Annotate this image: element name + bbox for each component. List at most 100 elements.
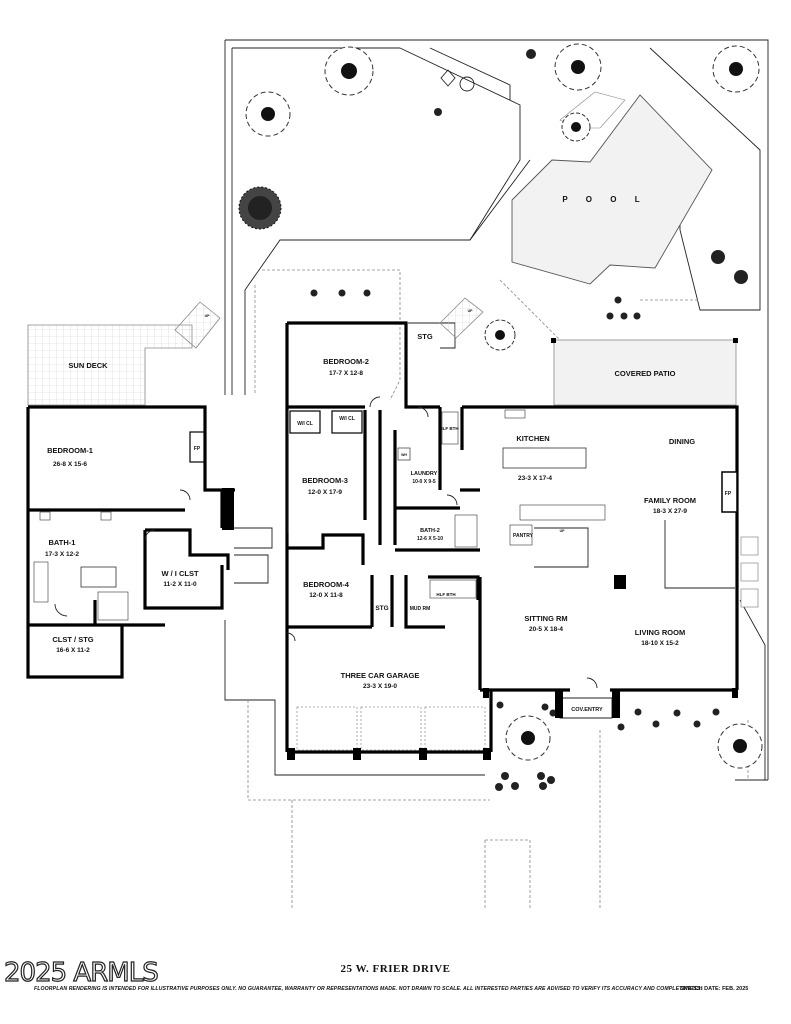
shrub-icon bbox=[496, 701, 504, 709]
shrub-icon bbox=[338, 289, 346, 297]
shrub-icon bbox=[734, 270, 748, 284]
shrub-icon bbox=[541, 703, 549, 711]
wh-label: WH bbox=[401, 453, 407, 457]
left-wing: FP BEDROOM-1 26-8 X 15-6 BATH-1 17-3 X 1… bbox=[26, 405, 273, 679]
shrub-icon bbox=[620, 312, 628, 320]
cov-entry-label: COV.ENTRY bbox=[571, 707, 603, 713]
bush-icon bbox=[238, 186, 282, 230]
garage-door-3 bbox=[424, 706, 486, 751]
garage-door-1 bbox=[296, 706, 358, 751]
living-room-label: LIVING ROOM bbox=[635, 628, 685, 637]
pool-label: P O O L bbox=[562, 195, 647, 204]
tree-icon bbox=[505, 715, 551, 761]
shrub-icon bbox=[434, 108, 442, 116]
bedroom-3-dim: 12-0 X 17-9 bbox=[308, 489, 342, 496]
dining-label: DINING bbox=[669, 437, 695, 446]
family-room-label: FAMILY ROOM bbox=[644, 496, 696, 505]
sink-icon bbox=[504, 409, 526, 419]
up-label-2: UP bbox=[468, 309, 474, 313]
mud-rm-label: MUD RM bbox=[410, 606, 431, 612]
shrub-icon bbox=[652, 720, 660, 728]
garage-door-2 bbox=[360, 706, 422, 751]
family-room-dim: 18-3 X 27-9 bbox=[653, 508, 687, 515]
wicl-label-2: W/I CL bbox=[339, 416, 355, 422]
yard-outline bbox=[224, 39, 769, 910]
shrub-icon bbox=[712, 708, 720, 716]
hlf-bth-label-1: HLF BTH bbox=[439, 426, 458, 431]
shrub-icon bbox=[634, 708, 642, 716]
sink-icon bbox=[100, 511, 112, 521]
covered-patio-label: COVERED PATIO bbox=[615, 369, 676, 378]
tree-icon bbox=[484, 319, 516, 351]
central-wing: W/I CL W/I CL BEDROOM-2 17-7 X 12-8 BEDR… bbox=[285, 297, 493, 760]
bathtub-icon bbox=[80, 566, 117, 588]
bath-1-label: BATH-1 bbox=[49, 538, 76, 547]
wi-clst-label: W / I CLST bbox=[161, 569, 198, 578]
shrub-icon bbox=[693, 720, 701, 728]
kitchen-dim: 23-3 X 17-4 bbox=[518, 475, 552, 482]
clst-stg-dim: 16-6 X 11-2 bbox=[56, 647, 90, 654]
bedroom-1-label: BEDROOM-1 bbox=[47, 446, 93, 455]
shrub-icon bbox=[310, 289, 318, 297]
address-title: 25 W. FRIER DRIVE bbox=[340, 963, 451, 975]
watermark: 2025 ARMLS bbox=[3, 958, 159, 988]
shrub-icon bbox=[617, 723, 625, 731]
bedroom-1-dim: 26-8 X 15-6 bbox=[53, 461, 87, 468]
laundry-dim: 10-0 X 9-5 bbox=[412, 479, 436, 485]
shrub-icon bbox=[495, 783, 503, 791]
tree-icon bbox=[712, 45, 760, 93]
tree-icon bbox=[717, 723, 763, 769]
garage-label: THREE CAR GARAGE bbox=[341, 671, 420, 680]
yard-ornament-icon bbox=[440, 69, 456, 87]
sink-icon bbox=[39, 511, 51, 521]
yard-ornament-icon bbox=[459, 76, 475, 92]
sun-deck: SUN DECK UP bbox=[27, 301, 221, 406]
shrub-icon bbox=[673, 709, 681, 717]
shrub-icon bbox=[633, 312, 641, 320]
shrub-icon bbox=[549, 709, 557, 717]
bedroom-2-label: BEDROOM-2 bbox=[323, 357, 369, 366]
sketch-date: SKETCH DATE: FEB. 2025 bbox=[680, 986, 749, 992]
doors bbox=[54, 396, 598, 689]
shrub-icon bbox=[606, 312, 614, 320]
shrub-icon bbox=[539, 782, 547, 790]
bedroom-2-dim: 17-7 X 12-8 bbox=[329, 370, 363, 377]
tree-icon bbox=[324, 46, 374, 96]
up-label: UP bbox=[205, 314, 211, 318]
bath-2-dim: 12-6 X 5-10 bbox=[417, 536, 443, 542]
shrub-icon bbox=[363, 289, 371, 297]
wi-clst-dim: 11-2 X 11-0 bbox=[163, 581, 197, 588]
fireplace-label: FP bbox=[194, 446, 201, 452]
right-wing: COVERED PATIO FP PANTRY UP KITCHEN 23-3 … bbox=[460, 338, 759, 719]
toilet-icon bbox=[33, 561, 49, 603]
clst-stg-label: CLST / STG bbox=[52, 635, 93, 644]
shrub-icon bbox=[511, 782, 519, 790]
bedroom-4-dim: 12-0 X 11-8 bbox=[309, 592, 343, 599]
pool: P O O L bbox=[511, 91, 713, 285]
tree-icon bbox=[245, 91, 291, 137]
kitchen-island bbox=[502, 447, 587, 469]
tree-icon bbox=[561, 112, 591, 142]
shower-icon bbox=[97, 591, 129, 621]
shrub-icon bbox=[711, 250, 725, 264]
shrub-icon bbox=[614, 296, 622, 304]
trees bbox=[238, 43, 763, 791]
tree-icon bbox=[554, 43, 602, 91]
wicl-label-1: W/I CL bbox=[297, 421, 313, 427]
bedroom-3-label: BEDROOM-3 bbox=[302, 476, 348, 485]
shrub-icon bbox=[501, 772, 509, 780]
up-label-3: UP bbox=[560, 529, 566, 533]
bathtub-icon-2 bbox=[454, 514, 478, 548]
kitchen-label: KITCHEN bbox=[516, 434, 549, 443]
fireplace-label-2: FP bbox=[725, 491, 732, 497]
sitting-rm-label: SITTING RM bbox=[524, 614, 567, 623]
sun-deck-label: SUN DECK bbox=[68, 361, 108, 370]
pantry-label: PANTRY bbox=[513, 533, 534, 539]
shrub-icon bbox=[537, 772, 545, 780]
stg-top-label: STG bbox=[417, 332, 433, 341]
bath-2-label: BATH-2 bbox=[420, 528, 440, 534]
laundry-label: LAUNDRY bbox=[411, 471, 438, 477]
shrub-icon bbox=[547, 776, 555, 784]
hlf-bth-label-2: HLF BTH bbox=[436, 592, 455, 597]
